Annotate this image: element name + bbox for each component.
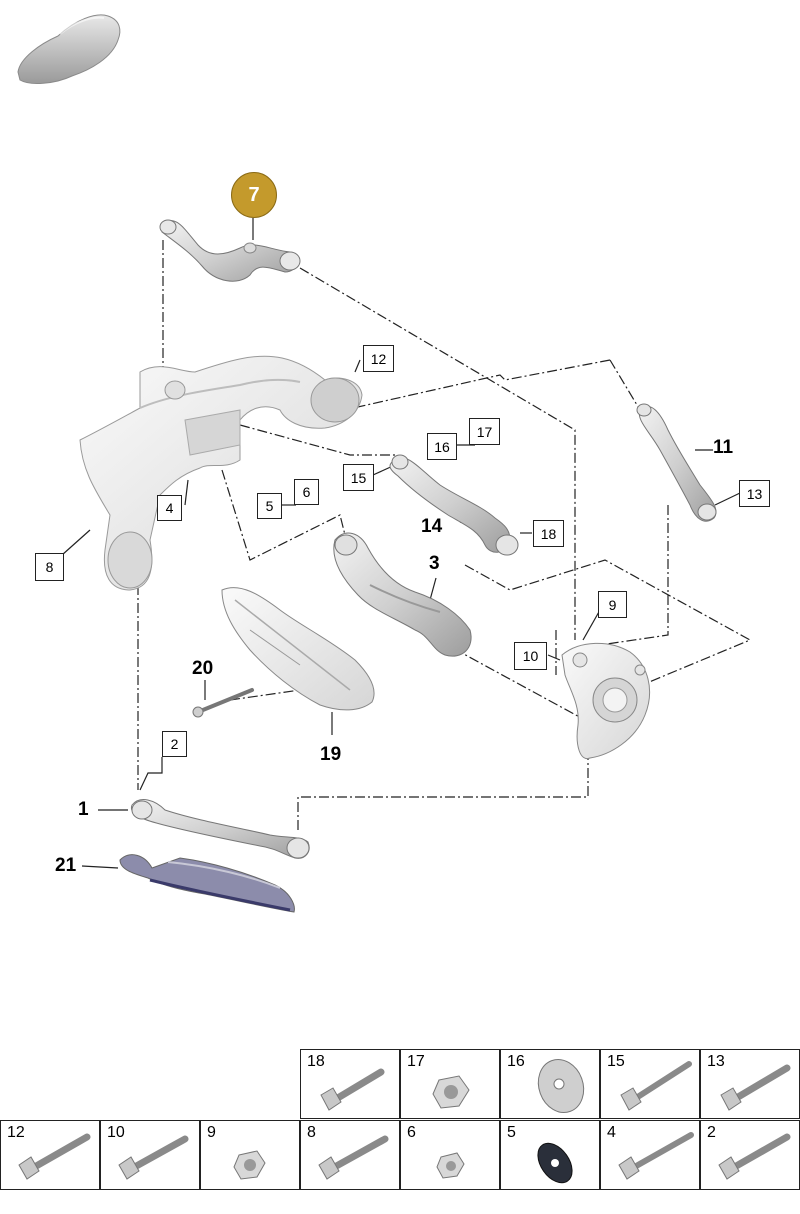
- fastener-cell-8[interactable]: 8: [300, 1120, 400, 1190]
- fastener-cell-10[interactable]: 10: [100, 1120, 200, 1190]
- nut-icon: [436, 1152, 465, 1179]
- wheel-carrier[interactable]: [561, 642, 651, 760]
- rear-subframe-8[interactable]: [79, 355, 363, 591]
- fastener-number: 2: [707, 1124, 716, 1141]
- callout-box-15[interactable]: 15: [343, 464, 374, 491]
- fastener-cell-18[interactable]: 18: [300, 1049, 400, 1119]
- callout-box-9[interactable]: 9: [598, 591, 627, 618]
- bolt-icon: [318, 1135, 389, 1180]
- underbody-panel-19[interactable]: [221, 587, 375, 711]
- bolt-icon: [720, 1064, 791, 1111]
- fastener-number: 9: [207, 1124, 216, 1141]
- leader-lines: [137, 240, 752, 830]
- bolt-icon: [718, 1133, 791, 1180]
- bolt-20[interactable]: [192, 688, 254, 718]
- fastener-number: 12: [7, 1124, 25, 1141]
- callout-box-13[interactable]: 13: [739, 480, 770, 507]
- bolt-icon: [320, 1068, 385, 1111]
- nut-icon: [432, 1075, 470, 1109]
- callout-box-10[interactable]: 10: [514, 642, 547, 670]
- fastener-cell-6[interactable]: 6: [400, 1120, 500, 1190]
- fastener-cell-13[interactable]: 13: [700, 1049, 800, 1119]
- fastener-cell-2[interactable]: 2: [700, 1120, 800, 1190]
- callout-1[interactable]: 1: [78, 799, 89, 820]
- fastener-number: 15: [607, 1053, 625, 1070]
- bolt-icon: [118, 1135, 189, 1180]
- nut-icon: [233, 1150, 266, 1180]
- callout-box-12[interactable]: 12: [363, 345, 394, 372]
- spring-link-3[interactable]: [333, 532, 472, 657]
- highlighted-part-7-badge[interactable]: 7: [231, 172, 277, 218]
- callout-box-17[interactable]: 17: [469, 418, 500, 445]
- fastener-number: 8: [307, 1124, 316, 1141]
- fastener-cell-16[interactable]: 16: [500, 1049, 600, 1119]
- toe-link-14[interactable]: [389, 454, 519, 556]
- solid-leaders: [61, 218, 741, 869]
- callout-14[interactable]: 14: [421, 516, 443, 537]
- lower-link-1[interactable]: [130, 799, 310, 859]
- fastener-number: 17: [407, 1053, 425, 1070]
- callout-box-16[interactable]: 16: [427, 433, 457, 460]
- bolt-icon: [18, 1133, 91, 1180]
- callout-box-18[interactable]: 18: [533, 520, 564, 547]
- fastener-number: 18: [307, 1053, 325, 1070]
- callout-box-2[interactable]: 2: [162, 731, 187, 757]
- fastener-cell-12[interactable]: 12: [0, 1120, 100, 1190]
- callout-box-8[interactable]: 8: [35, 553, 64, 581]
- washer-icon: [537, 1059, 585, 1113]
- callout-20[interactable]: 20: [192, 658, 214, 679]
- car-silhouette-icon[interactable]: [17, 14, 121, 84]
- fastener-number: 5: [507, 1124, 516, 1141]
- fastener-number: 16: [507, 1053, 525, 1070]
- callout-box-4[interactable]: 4: [157, 495, 182, 521]
- fastener-cell-15[interactable]: 15: [600, 1049, 700, 1119]
- fastener-cell-5[interactable]: 5: [500, 1120, 600, 1190]
- callout-box-5[interactable]: 5: [257, 493, 282, 519]
- washer-icon: [537, 1142, 573, 1184]
- heat-shield-21[interactable]: [119, 854, 295, 913]
- upper-control-arm-7[interactable]: [159, 219, 301, 282]
- callout-3[interactable]: 3: [429, 553, 440, 574]
- fastener-number: 6: [407, 1124, 416, 1141]
- callout-11[interactable]: 11: [713, 437, 734, 458]
- callout-21[interactable]: 21: [55, 855, 77, 876]
- fastener-cell-9[interactable]: 9: [200, 1120, 300, 1190]
- bolt-icon: [620, 1061, 692, 1111]
- upper-link-11[interactable]: [636, 403, 717, 522]
- fastener-cell-4[interactable]: 4: [600, 1120, 700, 1190]
- fastener-cell-17[interactable]: 17: [400, 1049, 500, 1119]
- fastener-number: 4: [607, 1124, 616, 1141]
- fastener-number: 10: [107, 1124, 125, 1141]
- callout-19[interactable]: 19: [320, 744, 342, 765]
- fastener-number: 13: [707, 1053, 725, 1070]
- callout-box-6[interactable]: 6: [294, 479, 319, 505]
- bolt-icon: [618, 1132, 694, 1180]
